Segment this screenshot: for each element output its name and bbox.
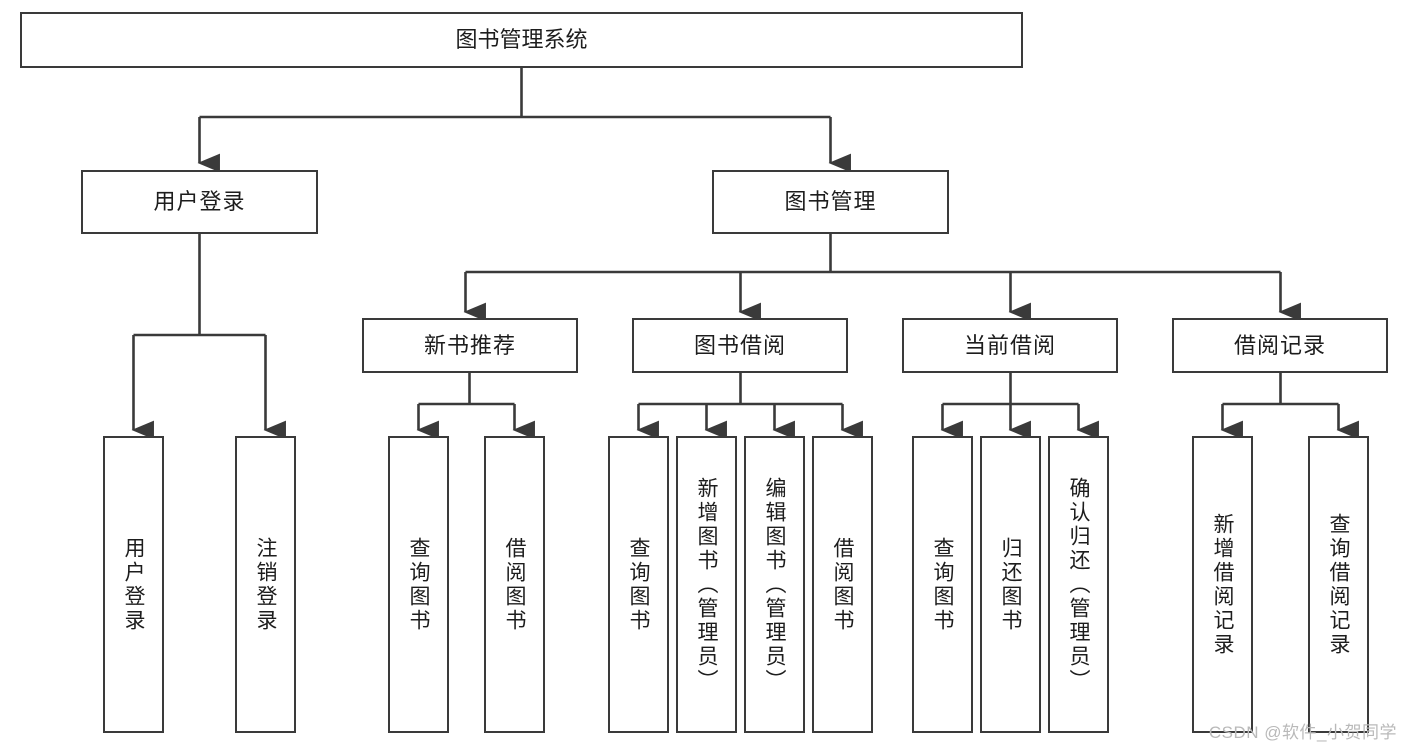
leaf-borrow-record-add-record[interactable]: 新增借阅记录	[1192, 436, 1253, 733]
leaf-user-login-login[interactable]: 用户登录	[103, 436, 164, 733]
leaf-label: 查询借阅记录	[1327, 512, 1350, 657]
leaf-borrow-record-query-record[interactable]: 查询借阅记录	[1308, 436, 1369, 733]
leaf-current-borrow-return-book[interactable]: 归还图书	[980, 436, 1041, 733]
leaf-label: 编辑图书（管理员）	[763, 476, 786, 693]
leaf-label: 查询图书	[931, 536, 954, 633]
leaf-new-book-query-book[interactable]: 查询图书	[388, 436, 449, 733]
node-book-management-label: 图书管理	[784, 189, 877, 215]
node-book-management[interactable]: 图书管理	[712, 170, 949, 234]
leaf-book-borrow-query-book[interactable]: 查询图书	[608, 436, 669, 733]
node-new-book-recommend-label: 新书推荐	[423, 332, 516, 358]
leaf-label: 查询图书	[407, 536, 430, 633]
leaf-label: 查询图书	[627, 536, 650, 633]
leaf-current-borrow-query-book[interactable]: 查询图书	[912, 436, 973, 733]
node-book-borrow-label: 图书借阅	[693, 332, 786, 358]
leaf-label: 用户登录	[122, 536, 145, 633]
node-root-label: 图书管理系统	[455, 27, 588, 53]
node-root-book-management-system[interactable]: 图书管理系统	[20, 12, 1023, 68]
node-new-book-recommend[interactable]: 新书推荐	[362, 318, 578, 373]
node-borrow-record[interactable]: 借阅记录	[1172, 318, 1388, 373]
leaf-label: 归还图书	[999, 536, 1022, 633]
node-borrow-record-label: 借阅记录	[1233, 332, 1326, 358]
leaf-current-borrow-confirm-return-admin[interactable]: 确认归还（管理员）	[1048, 436, 1109, 733]
leaf-label: 确认归还（管理员）	[1067, 476, 1090, 693]
leaf-book-borrow-edit-book-admin[interactable]: 编辑图书（管理员）	[744, 436, 805, 733]
node-current-borrow-label: 当前借阅	[963, 332, 1056, 358]
node-user-login[interactable]: 用户登录	[81, 170, 318, 234]
leaf-label: 借阅图书	[503, 536, 526, 633]
leaf-label: 注销登录	[254, 536, 277, 633]
leaf-user-login-logout[interactable]: 注销登录	[235, 436, 296, 733]
leaf-label: 新增借阅记录	[1211, 512, 1234, 657]
leaf-book-borrow-borrow-book[interactable]: 借阅图书	[812, 436, 873, 733]
leaf-new-book-borrow-book[interactable]: 借阅图书	[484, 436, 545, 733]
node-current-borrow[interactable]: 当前借阅	[902, 318, 1118, 373]
leaf-book-borrow-add-book-admin[interactable]: 新增图书（管理员）	[676, 436, 737, 733]
leaf-label: 借阅图书	[831, 536, 854, 633]
csdn-watermark: CSDN @软件_小贺同学	[1208, 723, 1397, 742]
leaf-label: 新增图书（管理员）	[695, 476, 718, 693]
node-user-login-label: 用户登录	[153, 189, 246, 215]
node-book-borrow[interactable]: 图书借阅	[632, 318, 848, 373]
